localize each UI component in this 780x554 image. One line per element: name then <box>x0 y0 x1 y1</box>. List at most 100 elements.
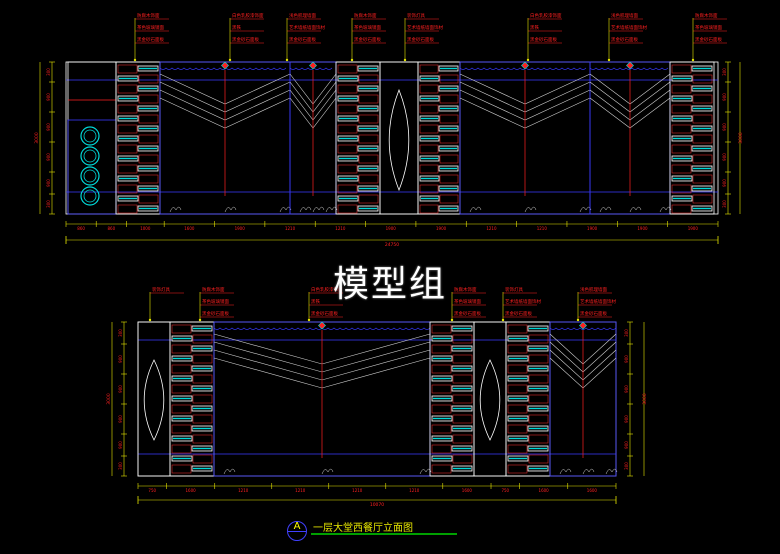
bottom-column-3-brick-red <box>507 344 528 354</box>
bottom-callout-1-dot <box>148 318 152 322</box>
top-right-dim-label: 300 <box>722 68 727 76</box>
top-dim-label: 860 <box>77 226 85 231</box>
bottom-panel-1-plant <box>321 468 334 475</box>
top-column-4-brick-red <box>692 154 713 164</box>
top-column-4-frame <box>669 61 715 215</box>
bottom-panel-2-plant <box>582 468 595 475</box>
top-ring <box>80 166 100 186</box>
bottom-dim-label: 1210 <box>295 488 306 493</box>
top-column-4-brick-red <box>671 84 692 94</box>
top-panel-2-ornament <box>521 61 529 70</box>
bottom-column-3-brick-red <box>507 404 528 414</box>
bottom-callout-5-text: 艺术墙纸墙面饰材 <box>505 298 541 305</box>
top-callout-1-text: 防腐木饰面 <box>137 12 160 19</box>
bottom-column-3-brick-red <box>528 374 549 384</box>
bottom-column-2-brick-red <box>452 394 473 404</box>
top-callout-8-text: 茶色玻璃镜面 <box>695 24 722 31</box>
top-ring <box>80 126 100 146</box>
top-callout-7-text: 艺术墙纸墙面饰材 <box>611 24 647 31</box>
bottom-panel-2-plant <box>605 468 618 475</box>
top-column-4-brick-red <box>692 74 713 84</box>
top-callout-4-text: 茶色玻璃镜面 <box>354 24 381 31</box>
bottom-column-3-brick-red <box>528 354 549 364</box>
top-panel-1-ornament <box>221 61 229 70</box>
bottom-dim-label: 1210 <box>352 488 363 493</box>
bottom-total-label: 10070 <box>370 502 384 508</box>
bottom-left-dim-label: 900 <box>118 415 123 423</box>
top-callout-1-text: 茶色玻璃镜面 <box>137 24 164 31</box>
top-column-2-brick-red <box>337 204 358 214</box>
bottom-column-3-brick-red <box>528 454 549 464</box>
title-underline <box>311 533 457 535</box>
bottom-callout-2-text: 防腐木饰面 <box>202 286 225 293</box>
bottom-panel-2-ornament <box>579 321 587 330</box>
top-callout-1-dot <box>133 58 137 62</box>
top-total-label: 24750 <box>385 242 399 248</box>
top-callout-7-text: 浅色肌理墙面 <box>611 12 638 19</box>
top-column-1-brick-red <box>117 84 138 94</box>
top-panel-2b-plant <box>599 206 612 213</box>
bottom-column-3-brick-red <box>528 414 549 424</box>
top-column-2-brick-red <box>337 64 358 74</box>
bottom-column-1-brick-red <box>192 374 213 384</box>
top-column-2-brick-red <box>358 154 379 164</box>
top-ring-wall <box>67 61 117 215</box>
top-column-4-brick-red <box>692 194 713 204</box>
bottom-column-1-brick-red <box>171 324 192 334</box>
bottom-column-3-brick-red <box>507 444 528 454</box>
top-column-1-brick-red <box>138 174 159 184</box>
bottom-column-2-brick-red <box>452 434 473 444</box>
bottom-callout-6-text: 浅色肌理墙面 <box>580 286 607 293</box>
bottom-mid-bay <box>473 321 507 477</box>
top-right-dim-label: 900 <box>722 153 727 161</box>
top-column-1-brick-red <box>117 204 138 214</box>
top-column-2-brick-red <box>358 74 379 84</box>
bottom-column-1-brick-red <box>171 444 192 454</box>
top-left-dim-label: 900 <box>46 153 51 161</box>
top-ring-inner <box>83 149 97 163</box>
bottom-left-dim-label: 300 <box>118 462 123 470</box>
top-column-3-brick-red <box>439 94 459 104</box>
bottom-column-2-brick-red <box>452 414 473 424</box>
bottom-callout-6-dot <box>576 318 580 322</box>
bottom-column-1-brick-red <box>171 364 192 374</box>
top-column-1-brick-red <box>138 154 159 164</box>
bottom-panel-2-plant <box>559 468 572 475</box>
top-column-3-brick-red <box>439 74 459 84</box>
bottom-callout-4-text: 茶色玻璃镜面 <box>454 298 481 305</box>
top-callout-4-text: 防腐木饰面 <box>354 12 377 19</box>
drawing-mark-bubble: A <box>287 521 307 541</box>
bottom-callout-5-text: 黑金砂石面板 <box>505 310 532 317</box>
bottom-dim-label: 750 <box>501 488 509 493</box>
bottom-dim-label: 1600 <box>587 488 598 493</box>
top-callout-1-text: 黑金砂石面板 <box>137 36 164 43</box>
top-column-2-brick-red <box>358 194 379 204</box>
top-column-2-brick-red <box>337 144 358 154</box>
top-column-2-brick-red <box>358 94 379 104</box>
top-elevation-outline <box>65 61 719 215</box>
top-column-1-brick-red <box>117 64 138 74</box>
bottom-panel-1-plant <box>223 468 236 475</box>
top-ring <box>80 186 100 206</box>
bottom-callout-6-text: 黑金砂石面板 <box>580 310 607 317</box>
top-column-1-brick-red <box>138 134 159 144</box>
bottom-dim-label: 1600 <box>539 488 550 493</box>
top-panel-1b-plant <box>325 206 338 213</box>
top-callout-2-text: 白色乳胶漆饰面 <box>232 12 264 19</box>
top-column-4-brick-red <box>671 124 692 134</box>
top-column-4-brick-red <box>671 204 692 214</box>
bottom-column-1-brick-red <box>171 464 192 474</box>
bottom-column-1-brick-red <box>192 394 213 404</box>
bottom-column-1-brick-red <box>192 414 213 424</box>
top-panel-2-plant <box>579 206 592 213</box>
top-ring-inner <box>83 129 97 143</box>
top-column-3-brick-red <box>439 154 459 164</box>
bottom-column-2-brick-red <box>452 334 473 344</box>
bottom-right-dim-label: 900 <box>624 441 629 449</box>
top-ring-inner <box>83 169 97 183</box>
top-column-2-brick-red <box>337 84 358 94</box>
top-callout-5-dot <box>403 58 407 62</box>
top-left-dim-label: 300 <box>46 68 51 76</box>
top-callout-3-text: 艺术墙纸墙面饰材 <box>289 24 325 31</box>
